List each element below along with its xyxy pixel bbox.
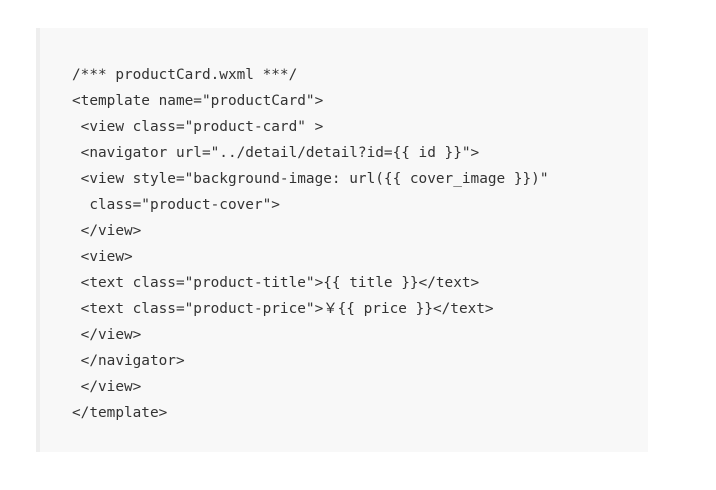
- code-line-14: </template>: [72, 405, 168, 421]
- code-block: /*** productCard.wxml ***/ <template nam…: [36, 28, 648, 452]
- code-line-8: <view>: [72, 249, 133, 265]
- code-line-11: </view>: [72, 327, 142, 343]
- code-line-1: /*** productCard.wxml ***/: [72, 67, 298, 83]
- code-line-2: <template name="productCard">: [72, 93, 324, 109]
- code-line-12: </navigator>: [72, 353, 185, 369]
- code-line-13: </view>: [72, 379, 142, 395]
- code-line-4: <navigator url="../detail/detail?id={{ i…: [72, 145, 480, 161]
- code-lines: /*** productCard.wxml ***/ <template nam…: [72, 62, 549, 426]
- code-line-5: <view style="background-image: url({{ co…: [72, 171, 549, 187]
- code-line-9: <text class="product-title">{{ title }}<…: [72, 275, 480, 291]
- code-line-7: </view>: [72, 223, 142, 239]
- code-line-3: <view class="product-card" >: [72, 119, 324, 135]
- code-line-10: <text class="product-price">￥{{ price }}…: [72, 301, 494, 317]
- code-line-6: class="product-cover">: [72, 197, 280, 213]
